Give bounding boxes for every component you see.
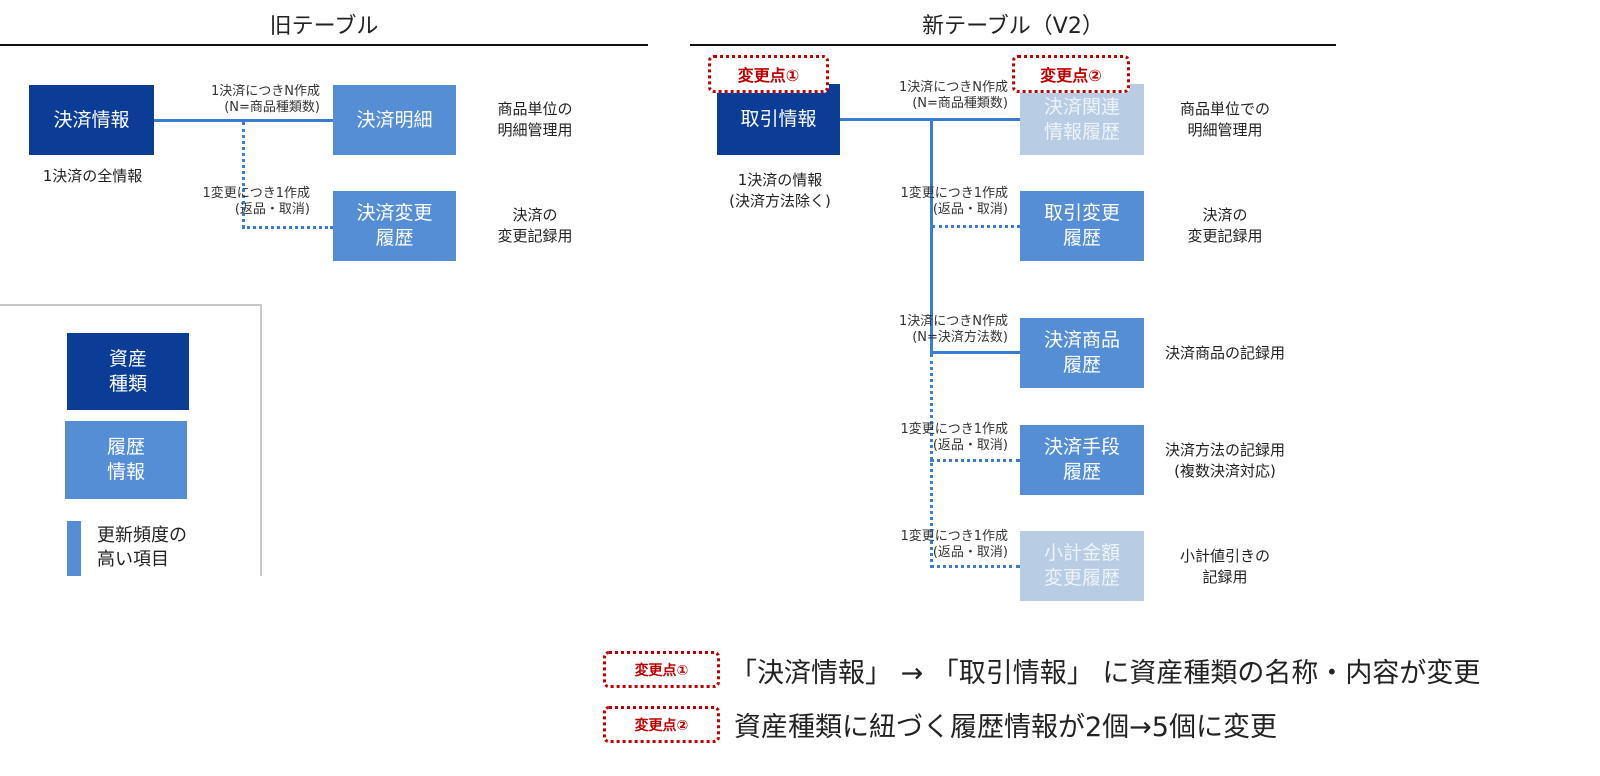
new-history-note: 決済商品の記録用 — [1164, 344, 1285, 362]
new-table-rule — [690, 44, 1336, 46]
old-asset-box: 決済情報 — [29, 85, 154, 155]
new-history-note: 小計値引きの 記録用 — [1179, 547, 1270, 586]
new-link-solid-branch — [930, 351, 1020, 354]
new-relation-label: 1決済につきN作成 (N=決済方法数) — [899, 314, 1008, 345]
new-relation-label: 1変更につき1作成 (返品・取消) — [900, 529, 1008, 560]
old-history-note: 商品単位の 明細管理用 — [497, 100, 573, 139]
legend-high-update-label: 更新頻度の 高い項目 — [97, 525, 187, 570]
old-history-box: 決済明細 — [333, 85, 456, 155]
old-relation-label: 1決済につきN作成 (N=商品種類数) — [211, 84, 320, 115]
new-relation-label: 1決済につきN作成 (N=商品種類数) — [899, 80, 1008, 111]
new-link-dotted-branch — [932, 225, 1020, 228]
new-history-box: 決済手段 履歴 — [1020, 425, 1144, 495]
new-link-dotted-branch — [930, 565, 1020, 568]
new-history-note: 決済方法の記録用 (複数決済対応) — [1164, 441, 1285, 480]
summary-text-2: 資産種類に紐づく履歴情報が2個→5個に変更 — [734, 712, 1277, 743]
summary-badge-1: 変更点① — [603, 651, 720, 688]
change-point-badge-1: 変更点① — [708, 55, 829, 93]
old-link-dotted-v — [242, 122, 245, 228]
old-history-note: 決済の 変更記録用 — [497, 206, 573, 245]
old-link-solid — [154, 119, 333, 122]
new-history-box: 取引変更 履歴 — [1020, 191, 1144, 261]
summary-text-1: 「決済情報」 → 「取引情報」 に資産種類の名称・内容が変更 — [730, 658, 1481, 689]
new-history-box: 決済商品 履歴 — [1020, 318, 1144, 388]
new-history-box: 決済関連 情報履歴 — [1020, 84, 1144, 155]
legend-history-info: 履歴 情報 — [65, 421, 187, 499]
new-link-solid-trunk — [930, 120, 933, 354]
new-history-note: 商品単位での 明細管理用 — [1179, 100, 1270, 139]
new-link-solid-main — [840, 118, 1020, 121]
old-table-rule — [0, 44, 648, 46]
legend-asset-type: 資産 種類 — [67, 333, 189, 410]
summary-badge-2: 変更点② — [603, 706, 720, 743]
new-relation-label: 1変更につき1作成 (返品・取消) — [900, 186, 1008, 217]
new-table-title: 新テーブル（V2） — [922, 14, 1104, 39]
new-history-note: 決済の 変更記録用 — [1187, 206, 1263, 245]
new-asset-note: 1決済の情報 (決済方法除く) — [729, 171, 831, 210]
new-relation-label: 1変更につき1作成 (返品・取消) — [900, 422, 1008, 453]
old-link-dotted-h — [242, 226, 333, 229]
legend-high-update-swatch — [67, 521, 81, 576]
new-history-box: 小計金額 変更履歴 — [1020, 531, 1144, 601]
new-asset-box: 取引情報 — [717, 84, 840, 155]
old-table-title: 旧テーブル — [269, 14, 379, 39]
change-point-badge-2: 変更点② — [1012, 55, 1130, 93]
new-link-dotted-branch — [930, 459, 1020, 462]
old-history-box: 決済変更 履歴 — [333, 191, 456, 261]
old-relation-label: 1変更につき1作成 (返品・取消) — [202, 186, 310, 217]
old-asset-note: 1決済の全情報 — [42, 167, 143, 185]
legend-frame — [0, 304, 262, 576]
